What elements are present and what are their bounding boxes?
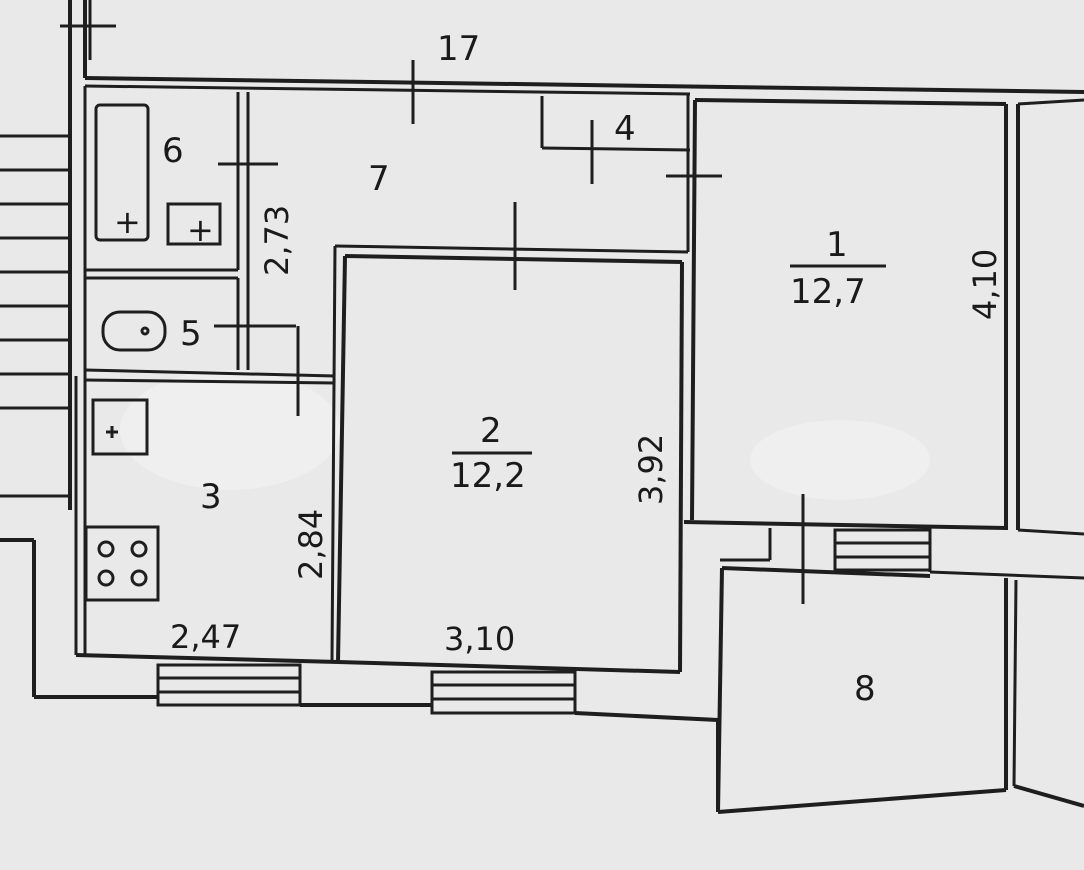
watermark-blot bbox=[120, 370, 340, 490]
window-room-2 bbox=[430, 670, 577, 715]
room-7-label: 7 bbox=[368, 159, 390, 199]
room-2-label: 2 bbox=[480, 411, 502, 451]
dim-room2-height: 3,92 bbox=[632, 434, 670, 505]
room-2-area: 12,2 bbox=[450, 456, 526, 496]
dim-hall-height: 2,73 bbox=[258, 205, 296, 276]
window-kitchen bbox=[156, 663, 302, 707]
dim-kitchen-height: 2,84 bbox=[292, 509, 330, 580]
watermark-blot bbox=[750, 420, 930, 500]
staircase bbox=[0, 134, 70, 498]
room-8-label: 8 bbox=[854, 669, 876, 709]
room-1-area: 12,7 bbox=[790, 272, 866, 312]
svg-text:+: + bbox=[114, 203, 141, 241]
room-4-label: 4 bbox=[614, 109, 636, 149]
room-5-label: 5 bbox=[180, 314, 202, 354]
kitchen-sink bbox=[91, 398, 149, 456]
walls bbox=[0, 0, 1084, 814]
room-1-label: 1 bbox=[826, 225, 848, 265]
apartment-number: 17 bbox=[437, 29, 480, 69]
room-6-label: 6 bbox=[162, 131, 184, 171]
stove bbox=[84, 525, 160, 602]
svg-text:+: + bbox=[187, 211, 214, 249]
dim-kitchen-width: 2,47 bbox=[170, 618, 241, 656]
bathroom-sink: + bbox=[166, 202, 222, 249]
room-3-label: 3 bbox=[200, 477, 222, 517]
dim-room2-width: 3,10 bbox=[444, 620, 515, 658]
window-room-1 bbox=[833, 528, 932, 572]
door-marks bbox=[60, 0, 805, 604]
toilet bbox=[101, 310, 167, 352]
dim-room1-height: 4,10 bbox=[966, 249, 1004, 320]
bathtub: + bbox=[94, 103, 150, 242]
